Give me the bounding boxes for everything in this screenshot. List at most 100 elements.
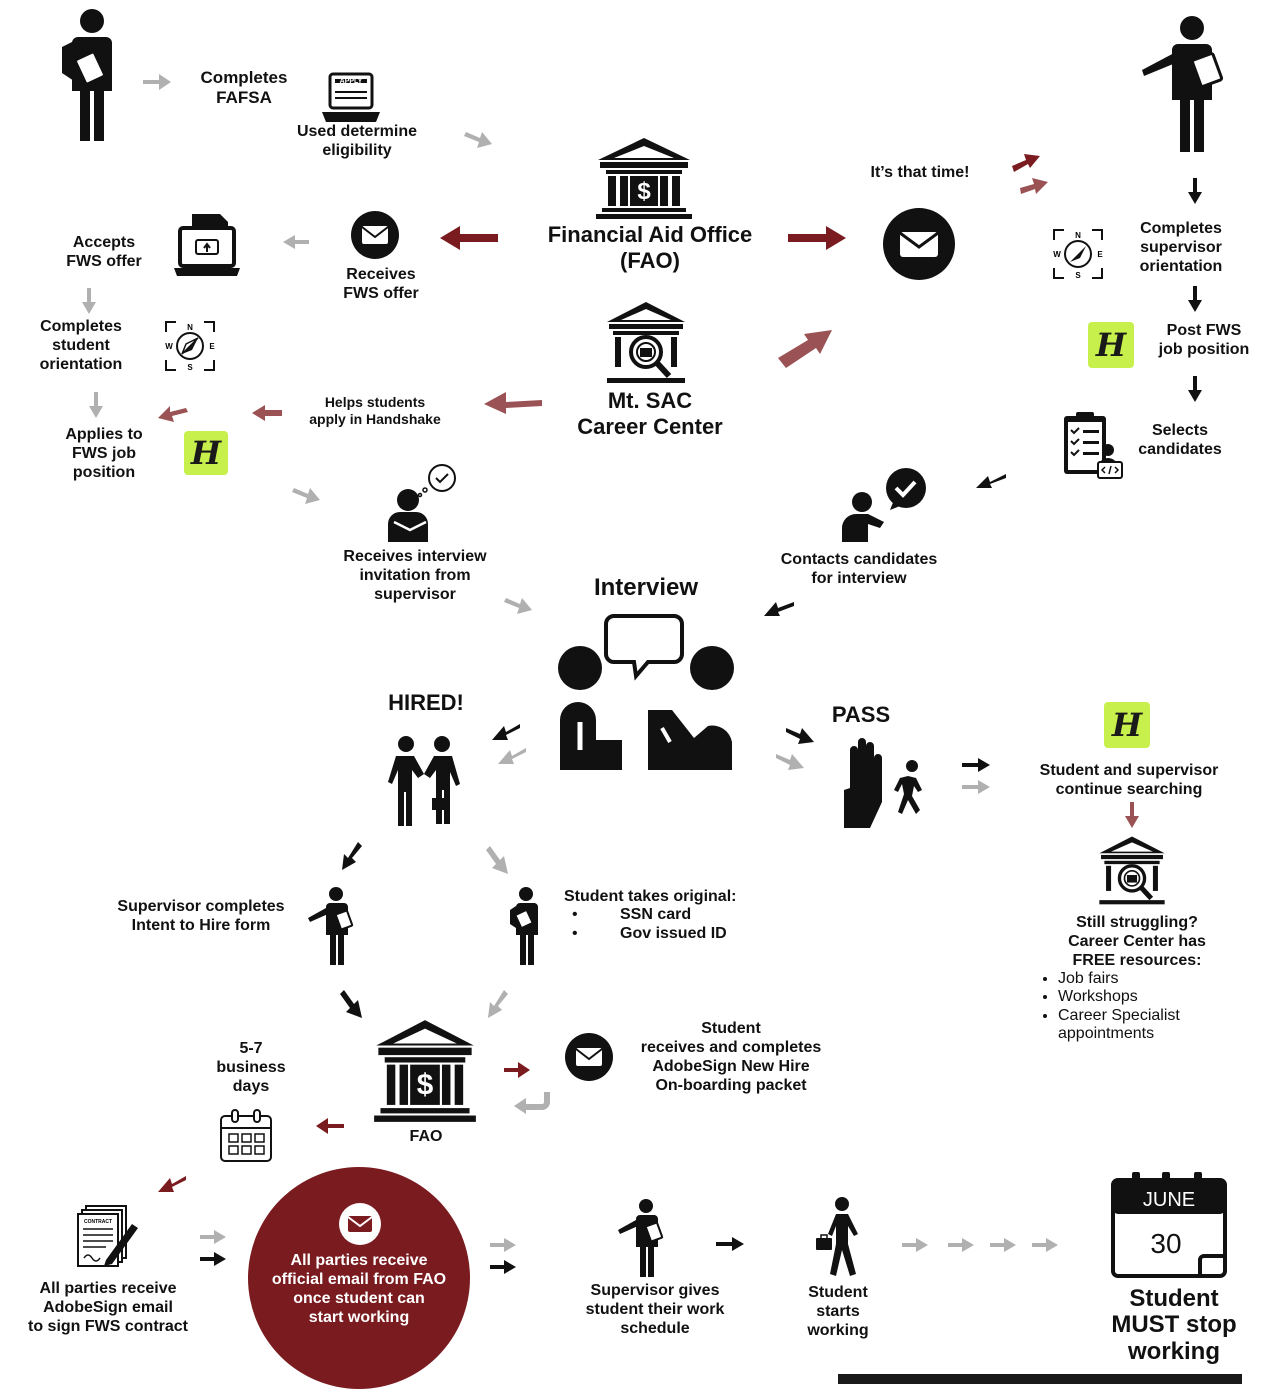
student-takes-item: Gov issued ID [572, 925, 727, 944]
post-fws-label: Post FWS job position [1158, 322, 1250, 358]
pass-title: PASS [831, 702, 891, 727]
student-walking-briefcase-icon [816, 1197, 858, 1276]
email-circle-icon [565, 1033, 613, 1081]
arrow-black [200, 1252, 226, 1266]
receives-interview-label: Receives interview invitation from super… [343, 548, 487, 603]
supervisor-clipboard-small-icon [618, 1199, 664, 1277]
arrow-dark-red [316, 1118, 344, 1134]
june-text: JUNE [1143, 1189, 1195, 1211]
career-center-building-icon [607, 302, 685, 383]
student-book-small-icon [510, 887, 538, 965]
compass-n: N [1075, 231, 1081, 240]
arrow-gray [283, 235, 309, 249]
selects-candidates-label: Selects candidates [1138, 422, 1222, 458]
arrow-gray [486, 846, 508, 874]
adobesign-email-label: All parties receive AdobeSign email to s… [28, 1280, 188, 1335]
supervisor-intent-label: Supervisor completes Intent to Hire form [117, 898, 285, 934]
compass-w: W [1053, 250, 1061, 259]
resource-item: Workshops [1058, 988, 1236, 1006]
arrow-red-down [1125, 802, 1139, 828]
fao-small-label: FAO [409, 1128, 443, 1145]
arrow-red [158, 406, 188, 422]
compass-e: E [1097, 250, 1103, 259]
arrow-black-down [1188, 376, 1202, 402]
arrow-gray-down [82, 288, 96, 314]
arrow-dark-red [158, 1176, 186, 1192]
must-stop-label: Student MUST stop working [1111, 1285, 1237, 1365]
svg-text:$: $ [417, 1068, 434, 1101]
arrow-black-down [1188, 286, 1202, 312]
supervisor-clipboard-small-icon [308, 887, 354, 965]
june-calendar-icon: JUNE 30 [1111, 1172, 1227, 1278]
completes-supervisor-orientation-label: Completes supervisor orientation [1139, 220, 1223, 275]
interview-title: Interview [593, 574, 699, 601]
arrow-gray [143, 74, 171, 90]
interview-two-people-icon [558, 614, 734, 770]
completes-fafsa-label: Completes FAFSA [200, 68, 288, 108]
arrow-dark-red [440, 226, 498, 250]
handshake-logo-icon: H [1104, 702, 1150, 748]
arrow-black [490, 1260, 516, 1274]
compass-e: E [209, 342, 215, 351]
email-circle-icon [883, 208, 955, 280]
arrow-gray [464, 132, 492, 148]
still-struggling-label: Still struggling? Career Center has FREE… [1068, 914, 1206, 969]
arrow-red [1020, 178, 1048, 194]
accepts-fws-label: Accepts FWS offer [66, 234, 142, 270]
completes-student-orientation-label: Completes student orientation [39, 318, 123, 373]
arrow-gray [902, 1238, 928, 1252]
student-takes-list: SSN card Gov issued ID [562, 906, 727, 944]
starts-working-label: Student starts working [807, 1284, 869, 1339]
career-center-building-icon [1099, 836, 1165, 905]
person-thinking-icon [388, 464, 456, 542]
arrow-black [764, 602, 794, 616]
arrow-black [962, 758, 990, 772]
arrow-black [342, 842, 362, 870]
arrow-gray [776, 754, 804, 770]
arrow-gray [990, 1238, 1016, 1252]
work-schedule-label: Supervisor gives student their work sche… [585, 1282, 725, 1337]
continue-searching-label: Student and supervisor continue searchin… [1039, 762, 1219, 798]
arrow-gray [948, 1238, 974, 1252]
arrow-black [976, 474, 1006, 488]
stop-hand-walking-icon [844, 738, 922, 828]
arrow-gray [292, 488, 320, 504]
bank-dollar-icon: $ [596, 138, 692, 219]
resource-item: Career Specialist appointments [1058, 1007, 1236, 1044]
arrow-red [252, 405, 282, 421]
handshake-logo-icon: H [1088, 322, 1134, 368]
bank-dollar-icon: $ [374, 1020, 476, 1122]
footer-bar [838, 1374, 1242, 1384]
business-days-label: 5-7 business days [216, 1040, 286, 1095]
arrow-black-down [1188, 178, 1202, 204]
arrow-black [786, 728, 814, 744]
arrow-dark-red [1012, 154, 1040, 172]
handshake-people-icon [388, 736, 460, 826]
arrow-gray-return [514, 1092, 550, 1114]
resources-list: Job fairs Workshops Career Specialist ap… [1036, 970, 1236, 1044]
fao-title: Financial Aid Office (FAO) [547, 222, 753, 273]
resource-item: Job fairs [1058, 970, 1236, 988]
day-text: 30 [1150, 1228, 1181, 1259]
hired-title: HIRED! [388, 690, 464, 715]
clipboard-candidate-icon [1064, 412, 1123, 479]
arrow-dark-red [504, 1062, 530, 1078]
person-checkmark-icon [842, 468, 926, 542]
arrow-gray [504, 598, 532, 614]
arrow-black [340, 990, 362, 1018]
svg-text:$: $ [637, 178, 651, 205]
laptop-hand-icon [174, 214, 240, 276]
student-receives-label: Student receives and completes AdobeSign… [640, 1020, 822, 1094]
contacts-candidates-label: Contacts candidates for interview [780, 551, 938, 587]
compass-s: S [1075, 271, 1081, 280]
email-circle-icon [351, 211, 399, 259]
contract-signing-icon: CONTRACT [77, 1205, 138, 1267]
used-determine-label: Used determine eligibility [296, 123, 418, 159]
compass-n: N [187, 323, 193, 332]
student-takes-item: SSN card [572, 906, 727, 925]
helps-students-label: Helps students apply in Handshake [309, 394, 441, 427]
receives-fws-label: Receives FWS offer [343, 266, 419, 302]
arrow-black [492, 724, 520, 740]
arrow-gray [1032, 1238, 1058, 1252]
career-center-title: Mt. SAC Career Center [577, 388, 723, 439]
